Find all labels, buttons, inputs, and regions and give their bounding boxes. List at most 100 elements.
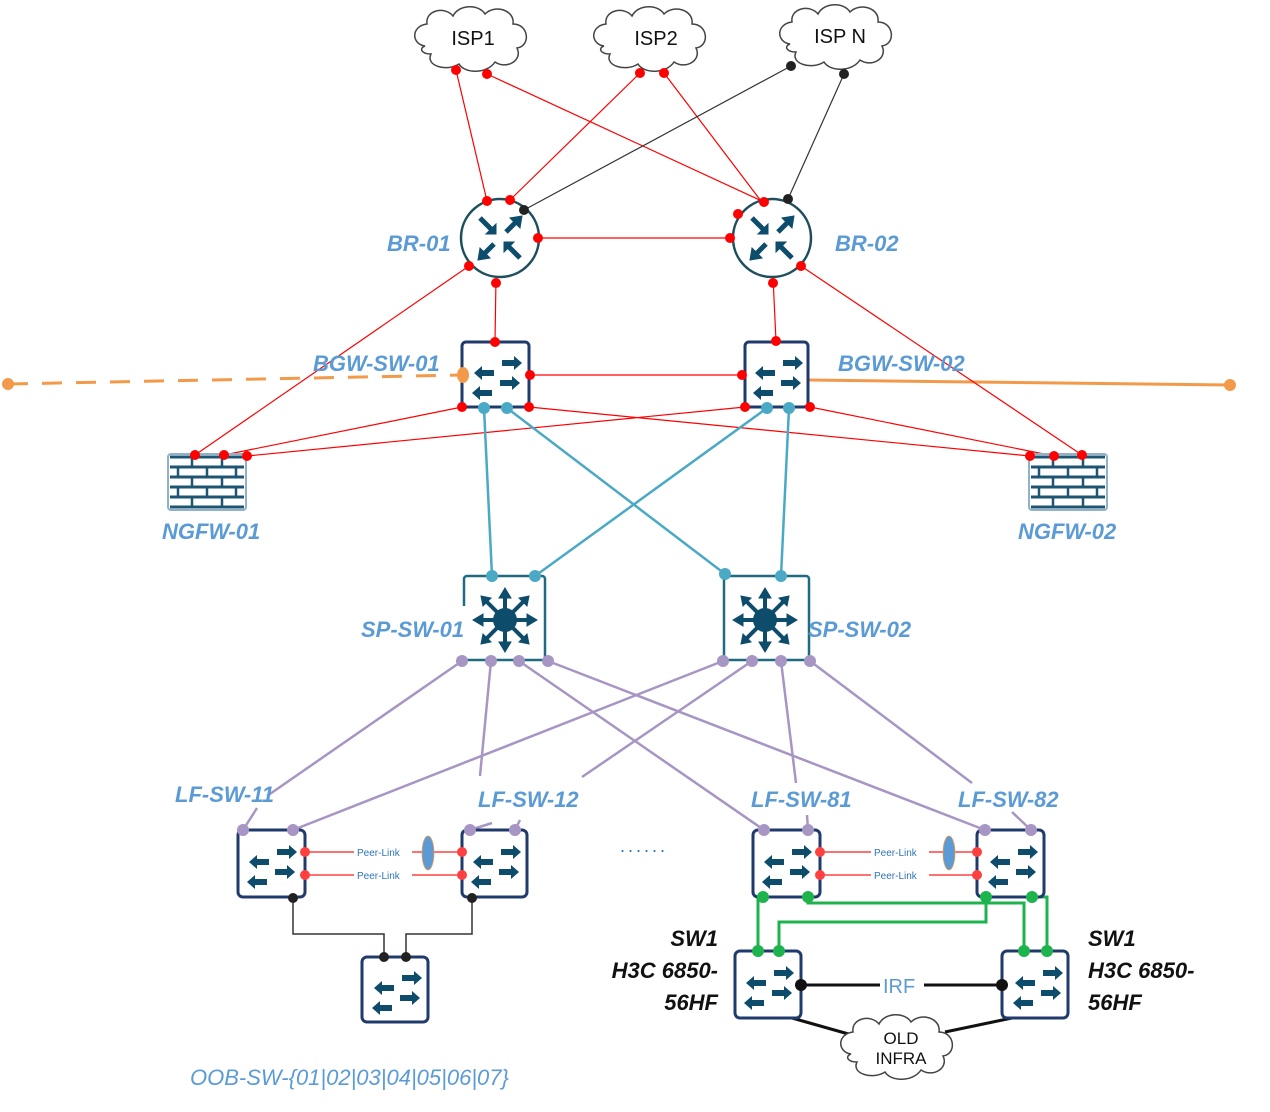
port-dot-wan-link <box>740 402 750 412</box>
link-lf81-h3c-left[interactable] <box>756 895 763 951</box>
switch-sp01[interactable] <box>462 574 547 662</box>
switch-lf11[interactable] <box>236 828 307 899</box>
peer-link-label-bg <box>354 846 412 858</box>
link-lf82-h3c-left[interactable] <box>777 897 988 951</box>
switch-bgw01-label: BGW-SW-01 <box>313 351 440 376</box>
switch-lf12[interactable] <box>460 828 529 899</box>
port-dot-fabric-link <box>509 824 521 836</box>
port-dot-wan-link <box>768 278 778 288</box>
port-dot-fabric-link <box>542 655 554 667</box>
port-dot-migration-link <box>1026 891 1038 903</box>
port-dot-fabric-link <box>287 824 299 836</box>
link-ispn-br02[interactable] <box>787 73 845 200</box>
irf-label-bg <box>880 973 924 997</box>
link-lf82-h3c-right[interactable] <box>1032 895 1049 951</box>
link-br01-ngfw01[interactable] <box>194 265 470 456</box>
port-dot-peer-link <box>815 847 825 857</box>
link-isp2-br01[interactable] <box>509 72 641 201</box>
switch-lf81[interactable] <box>751 828 822 899</box>
peer-link-label-bg <box>871 846 929 858</box>
peer-link-label: Peer-Link <box>874 871 918 882</box>
link-external-left[interactable] <box>7 373 464 386</box>
link-sp01-lf82[interactable] <box>547 659 986 832</box>
cloud-isp-n[interactable]: ISP N <box>779 4 892 70</box>
port-dot-wan-link <box>771 336 781 346</box>
port-dot-peer-link <box>972 870 982 880</box>
links-layer <box>7 65 1231 1037</box>
port-dot-fabric-link <box>456 655 468 667</box>
firewall-ngfw01[interactable] <box>166 452 248 512</box>
link-sp02-lf81[interactable] <box>779 660 798 784</box>
switch-bgw01[interactable] <box>460 340 531 409</box>
switch-lf81-label: LF-SW-81 <box>751 787 852 812</box>
link-lf11-oob[interactable] <box>292 898 385 957</box>
port-dot-oob-link <box>401 952 411 962</box>
link-ispn-br01[interactable] <box>523 65 792 211</box>
port-dot-fabric-link <box>802 824 814 836</box>
link-lf81-h3c-right[interactable] <box>806 897 1026 951</box>
link-bgw01-sp01[interactable] <box>482 407 494 577</box>
switch-oob-label: OOB-SW-{01|02|03|04|05|06|07} <box>190 1065 510 1090</box>
cloud-old-infra[interactable]: OLD INFRA <box>840 1014 953 1080</box>
port-dot-fabric-link <box>746 655 758 667</box>
ports-layer <box>2 61 1236 991</box>
link-isp2-br02[interactable] <box>663 72 762 202</box>
port-dot-isp-n-link <box>783 194 793 204</box>
switch-bgw02[interactable] <box>743 340 810 409</box>
link-bgw01-ngfw02[interactable] <box>528 406 1031 457</box>
port-dot-fabric-link <box>775 655 787 667</box>
link-br02-ngfw02[interactable] <box>800 265 1083 456</box>
port-dot-oob-link <box>379 952 389 962</box>
cloud-isp2-label: ISP2 <box>634 28 677 50</box>
switch-sp02[interactable] <box>722 574 811 662</box>
link-bgw02-ngfw01[interactable] <box>246 406 746 457</box>
switch-oob[interactable] <box>360 955 430 1024</box>
port-dot-wan-link <box>525 370 535 380</box>
link-isp1-br02[interactable] <box>486 73 765 203</box>
link-bgw01-sp02[interactable] <box>506 407 726 575</box>
link-bgw02-sp02[interactable] <box>779 407 791 577</box>
link-sp01-lf81[interactable] <box>518 659 765 832</box>
switch-sp02-label: SP-SW-02 <box>808 617 912 642</box>
link-sp01-lf12[interactable] <box>478 660 493 777</box>
link-lf12-oob[interactable] <box>405 898 473 957</box>
link-h3c-right-old-infra[interactable] <box>944 1016 1013 1034</box>
cloud-isp1[interactable]: ISP1 <box>414 6 527 72</box>
link-sp02-lf82[interactable] <box>809 660 973 784</box>
port-dot-fabric-link <box>464 824 476 836</box>
link-sp02-lf12[interactable] <box>581 659 753 779</box>
link-sp01-lf11[interactable] <box>266 659 463 798</box>
port-dot-wan-link <box>725 233 735 243</box>
port-dot-wan-link <box>491 278 501 288</box>
port-dot-wan-link <box>505 195 515 205</box>
link-sp02-lf11[interactable] <box>292 659 724 832</box>
port-dot-wan-link <box>737 370 747 380</box>
link-external-right[interactable] <box>807 378 1231 387</box>
port-dot-wan-link <box>533 233 543 243</box>
port-dot-peer-link <box>972 847 982 857</box>
link-h3c-left-old-infra[interactable] <box>791 1016 853 1037</box>
port-dot-oob-link <box>288 893 298 903</box>
port-dot-uplink <box>761 402 773 414</box>
port-dot-isp-n-link <box>519 205 529 215</box>
firewall-ngfw02[interactable] <box>1027 452 1109 512</box>
peer-link-label: Peer-Link <box>357 848 401 859</box>
port-dot-peer-link <box>457 870 467 880</box>
switch-h3c-right[interactable] <box>1000 949 1070 1020</box>
firewall-icon <box>1027 452 1109 512</box>
link-bgw01-ngfw01[interactable] <box>223 406 463 456</box>
port-dot-migration-link <box>773 945 785 957</box>
switch-lf82[interactable] <box>975 828 1046 899</box>
h3c-left-label-line2: H3C 6850- <box>612 958 718 983</box>
cloud-isp2[interactable]: ISP2 <box>593 6 706 72</box>
port-dot-external-link <box>457 367 469 383</box>
port-dot-wan-link <box>464 261 474 271</box>
link-isp1-br01[interactable] <box>455 69 488 202</box>
switch-lf11-label: LF-SW-11 <box>175 782 274 807</box>
port-dot-uplink <box>529 570 541 582</box>
port-dot-irf-link <box>996 979 1008 991</box>
link-bgw02-sp01[interactable] <box>534 406 768 578</box>
firewall-ngfw02-label: NGFW-02 <box>1018 519 1117 544</box>
link-bgw02-ngfw02[interactable] <box>809 406 1055 457</box>
switch-h3c-left[interactable] <box>733 949 803 1020</box>
